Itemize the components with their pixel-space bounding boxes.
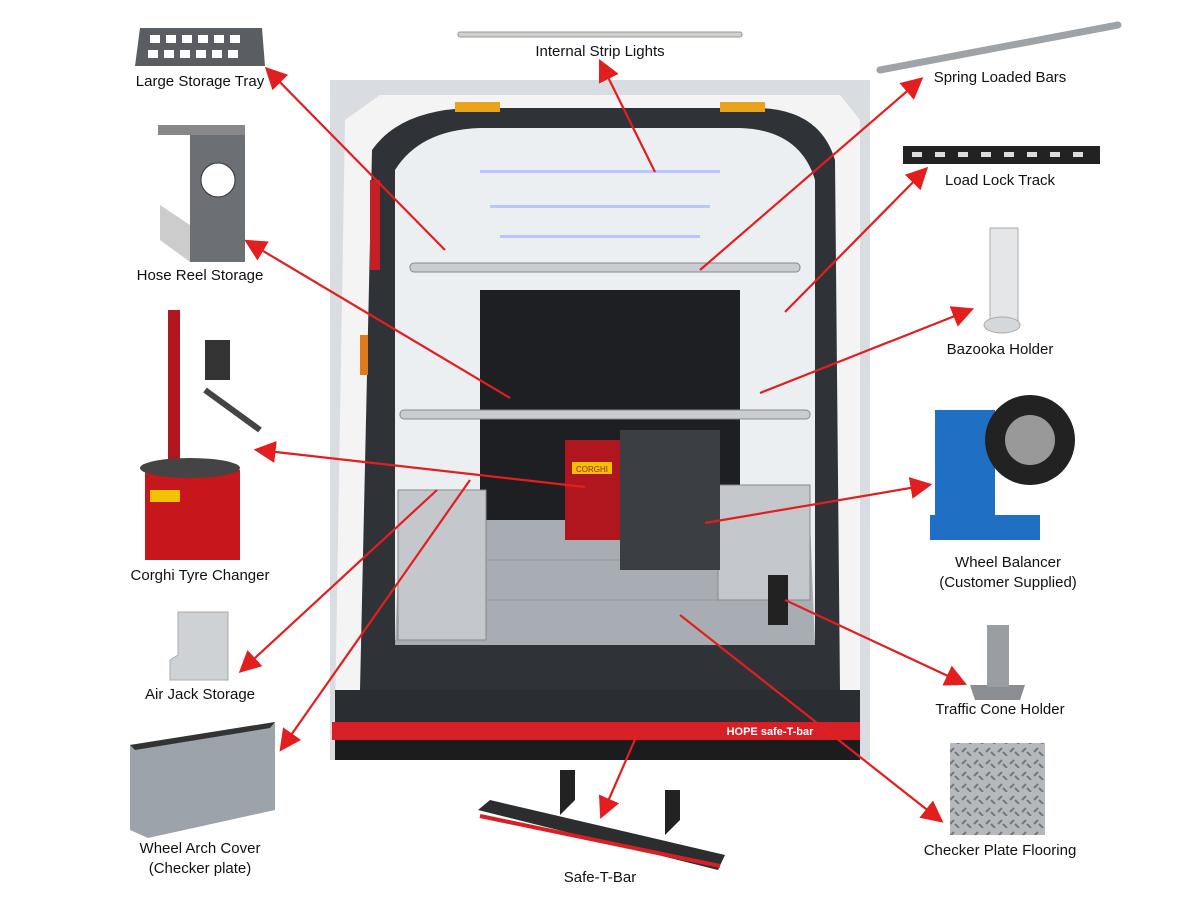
arrow-safe-t-bar	[598, 734, 639, 820]
arrow-load-lock-track	[784, 166, 929, 313]
arrow-checker-plate-flooring	[679, 614, 944, 823]
arrow-internal-strip-lights	[598, 59, 656, 173]
arrow-bazooka-holder	[759, 306, 975, 395]
label-spring-loaded-bars: Spring Loaded Bars	[933, 69, 1067, 86]
label-wheel-balancer: Wheel Balancer (Customer Supplied)	[939, 553, 1077, 593]
safe-t-bar-image	[478, 770, 725, 870]
large-storage-tray-image	[135, 28, 265, 66]
wheel-balancer-image	[930, 395, 1075, 540]
wheel-arch-cover-image	[130, 722, 275, 838]
arrow-traffic-cone-holder	[784, 599, 967, 686]
label-load-lock-track: Load Lock Track	[944, 172, 1056, 189]
label-safe-t-bar: Safe-T-Bar	[563, 869, 637, 886]
label-wheel-arch-cover-line2: (Checker plate)	[148, 860, 252, 877]
label-wheel-balancer-line2: (Customer Supplied)	[939, 574, 1077, 591]
arrow-spring-loaded-bars	[699, 77, 924, 271]
bumper-brand: HOPE safe-T-bar	[727, 726, 815, 738]
label-large-storage-tray: Large Storage Tray	[135, 73, 265, 90]
checker-plate-flooring-image	[950, 743, 1045, 835]
load-lock-track-image	[903, 146, 1100, 164]
bazooka-holder-image	[983, 227, 1021, 334]
arrow-air-jack-storage	[238, 489, 438, 673]
label-checker-plate-flooring: Checker Plate Flooring	[923, 842, 1077, 859]
arrow-corghi-tyre-changer	[253, 441, 586, 489]
hose-reel-storage-image	[158, 125, 245, 262]
arrow-wheel-balancer	[704, 477, 933, 525]
label-wheel-arch-cover: Wheel Arch Cover (Checker plate)	[140, 839, 261, 879]
label-wheel-arch-cover-line1: Wheel Arch Cover	[139, 840, 261, 857]
strip-light-image	[457, 31, 743, 38]
label-traffic-cone-holder: Traffic Cone Holder	[935, 701, 1065, 718]
corghi-badge: CORGHI	[576, 465, 608, 474]
label-hose-reel-storage: Hose Reel Storage	[136, 267, 264, 284]
label-internal-strip-lights: Internal Strip Lights	[535, 43, 665, 60]
label-bazooka-holder: Bazooka Holder	[946, 341, 1054, 358]
label-air-jack-storage: Air Jack Storage	[144, 686, 256, 703]
arrow-wheel-arch-cover	[279, 479, 471, 752]
label-wheel-balancer-line1: Wheel Balancer	[955, 554, 1061, 571]
traffic-cone-holder-image	[970, 625, 1025, 700]
arrow-large-storage-tray	[264, 66, 446, 251]
spring-loaded-bar-image	[876, 21, 1122, 74]
corghi-tyre-changer-image	[140, 310, 262, 560]
label-corghi-tyre-changer: Corghi Tyre Changer	[130, 567, 270, 584]
air-jack-storage-image	[169, 611, 229, 681]
arrow-hose-reel-storage	[244, 239, 511, 399]
